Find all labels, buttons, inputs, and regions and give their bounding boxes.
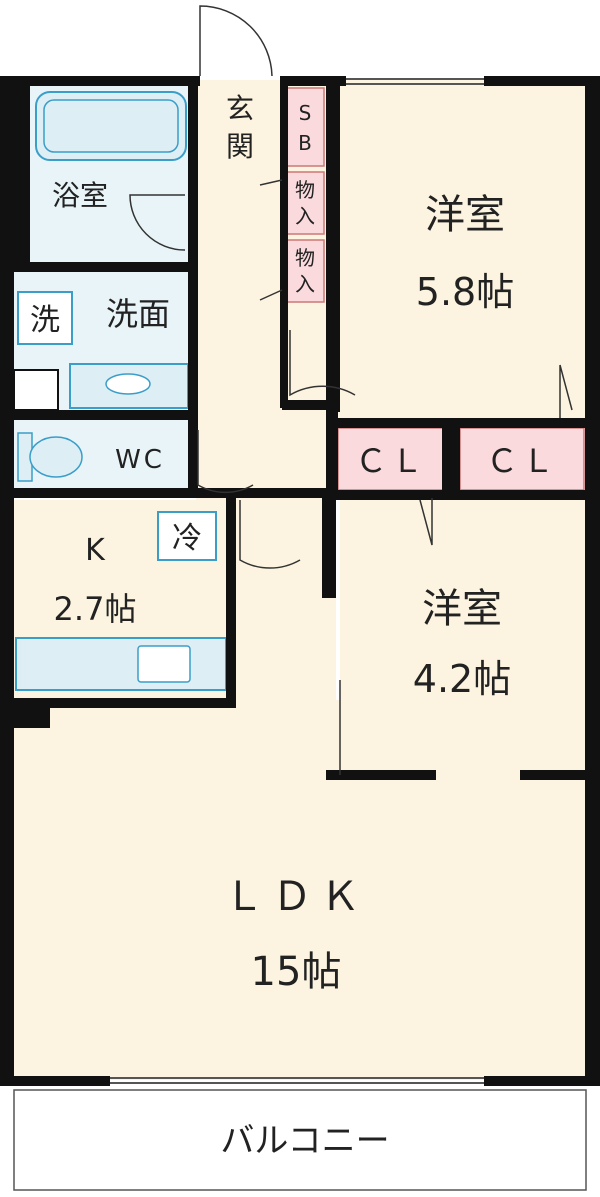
kitchen-counter — [15, 637, 227, 691]
doors — [129, 5, 573, 775]
bathroom-name: 浴室 — [52, 179, 108, 212]
vanity-sink — [105, 373, 151, 395]
entrance-area — [200, 85, 282, 175]
washer-space-label: 洗 — [30, 303, 60, 338]
entrance-name-line2: 関 — [226, 130, 254, 163]
ldk-size: 15帖 — [251, 949, 342, 995]
fridge-box — [157, 511, 217, 561]
utility-box — [13, 369, 59, 411]
shoe-box — [285, 87, 325, 167]
ldk-area-upper — [236, 490, 336, 705]
fridge-space-label: 冷 — [172, 521, 202, 556]
storage-2-label-line2: 入 — [295, 272, 315, 296]
closet-2-label: ＣＬ — [486, 442, 558, 480]
kitchen-size: 2.7帖 — [54, 590, 137, 628]
bathtub-inner — [43, 99, 179, 153]
western-room-1-name: 洋室 — [425, 192, 505, 238]
bathtub — [35, 91, 187, 161]
kitchen-sink — [137, 645, 191, 683]
balcony-name: バルコニー — [220, 1121, 389, 1161]
shoe-box-label-line2: B — [298, 131, 312, 155]
toilet-bowl — [29, 436, 83, 478]
western-room-1-size: 5.8帖 — [416, 270, 514, 314]
storage-1-label-line1: 物 — [295, 178, 315, 202]
storage-closet-2 — [285, 239, 325, 303]
storage-2-label-line1: 物 — [295, 246, 315, 270]
balcony-area — [13, 1089, 587, 1191]
windows — [110, 78, 484, 1084]
storage-1-label-line2: 入 — [295, 204, 315, 228]
washer-box — [17, 291, 73, 345]
shoe-box-label-line1: S — [299, 101, 312, 125]
closet-1-label: ＣＬ — [355, 442, 427, 480]
ldk-area — [10, 700, 587, 1080]
kitchen-name: K — [85, 533, 106, 568]
western-room-2-size: 4.2帖 — [413, 657, 511, 701]
entrance-name-line1: 玄 — [226, 92, 254, 125]
western-room-1-area — [340, 80, 587, 420]
washroom-name: 洗面 — [106, 295, 170, 333]
walls — [0, 76, 600, 1086]
western-room-2-name: 洋室 — [422, 586, 502, 632]
toilet-name: WC — [115, 445, 165, 475]
storage-closet-1 — [285, 171, 325, 235]
ldk-name: ＬＤＫ — [224, 874, 368, 920]
